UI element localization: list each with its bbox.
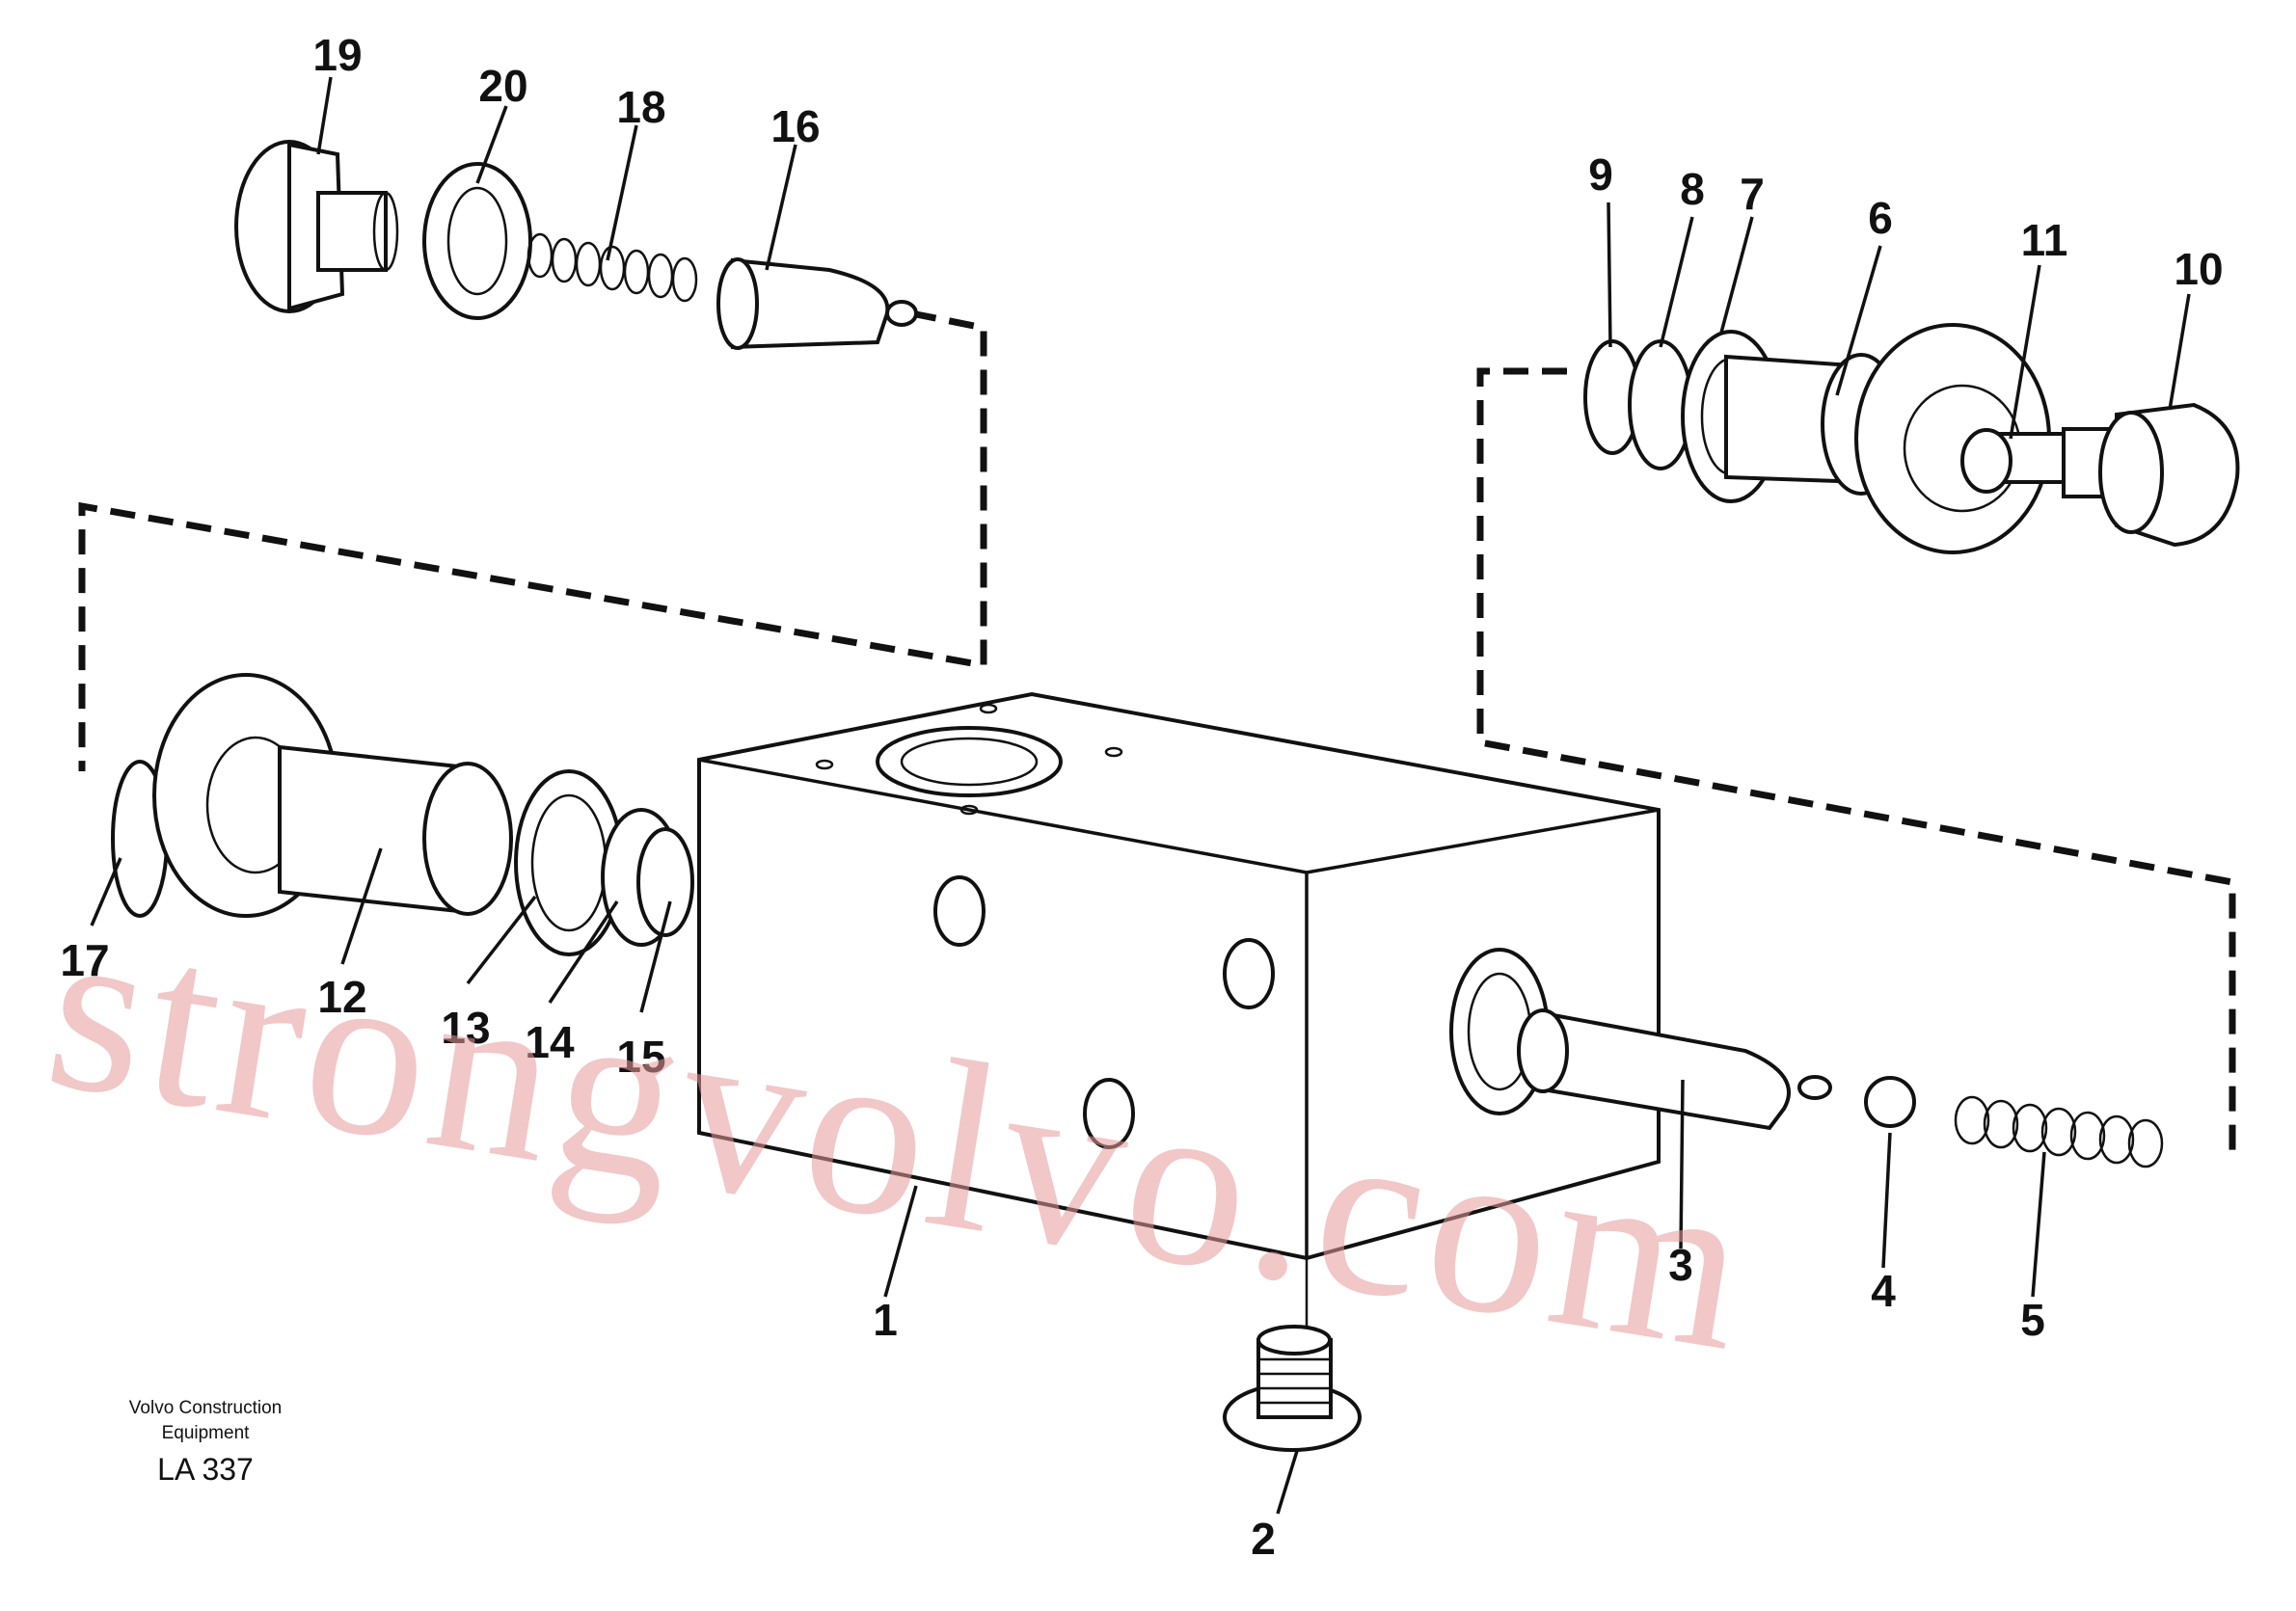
callout-17: 17 <box>60 935 109 985</box>
publisher-block: Volvo Construction Equipment LA 337 <box>129 1398 282 1487</box>
callout-14: 14 <box>525 1017 575 1067</box>
publisher-line-2: Equipment <box>162 1423 251 1443</box>
callout-19: 19 <box>312 30 362 80</box>
callout-3: 3 <box>1668 1240 1693 1290</box>
callout-6: 6 <box>1868 193 1893 243</box>
leader-lines <box>90 76 2191 1515</box>
callout-13: 13 <box>441 1003 490 1053</box>
spool-assembly-right <box>1517 1008 2164 1168</box>
callout-20: 20 <box>478 61 527 111</box>
callout-7: 7 <box>1740 169 1765 219</box>
callout-4: 4 <box>1871 1266 1896 1316</box>
plug-part <box>1223 1258 1362 1452</box>
callout-16: 16 <box>770 101 820 151</box>
assembly-dashed-lines <box>78 309 2236 1157</box>
callout-9: 9 <box>1588 149 1613 200</box>
callout-10: 10 <box>2174 244 2223 294</box>
callout-5: 5 <box>2020 1295 2045 1345</box>
callout-8: 8 <box>1680 164 1705 214</box>
relief-valve-left <box>111 673 694 956</box>
relief-valve-right <box>1583 323 2240 554</box>
figure-id: LA 337 <box>157 1452 254 1487</box>
callout-11: 11 <box>2021 215 2068 265</box>
callout-2: 2 <box>1251 1514 1276 1564</box>
callout-1: 1 <box>873 1295 898 1345</box>
valve-block <box>697 691 1661 1261</box>
callout-15: 15 <box>616 1032 665 1082</box>
publisher-line-1: Volvo Construction <box>129 1398 282 1418</box>
cartridge-top-left <box>234 140 918 350</box>
callout-18: 18 <box>616 82 665 132</box>
callout-12: 12 <box>317 972 366 1022</box>
callout-labels: 1 2 3 4 5 6 7 8 9 10 11 12 13 14 15 16 1… <box>60 30 2223 1564</box>
